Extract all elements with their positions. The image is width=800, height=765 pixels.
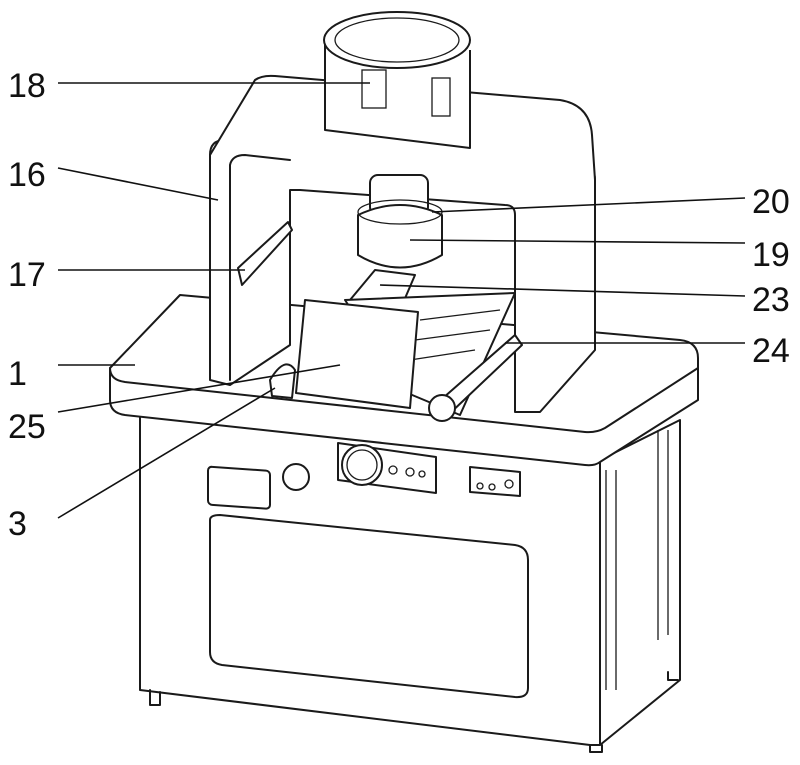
label-24: 24 <box>752 332 790 370</box>
label-23: 23 <box>752 281 790 319</box>
leader-lines <box>57 82 746 519</box>
control-panel <box>269 299 419 409</box>
label-20: 20 <box>752 183 790 221</box>
motor-housing <box>323 11 471 149</box>
label-18: 18 <box>8 67 46 105</box>
label-16: 16 <box>8 156 46 194</box>
label-17: 17 <box>8 256 46 294</box>
label-25: 25 <box>8 408 46 446</box>
cabinet <box>139 414 681 753</box>
label-1: 1 <box>8 355 27 393</box>
label-3: 3 <box>8 505 27 543</box>
label-19: 19 <box>752 236 790 274</box>
